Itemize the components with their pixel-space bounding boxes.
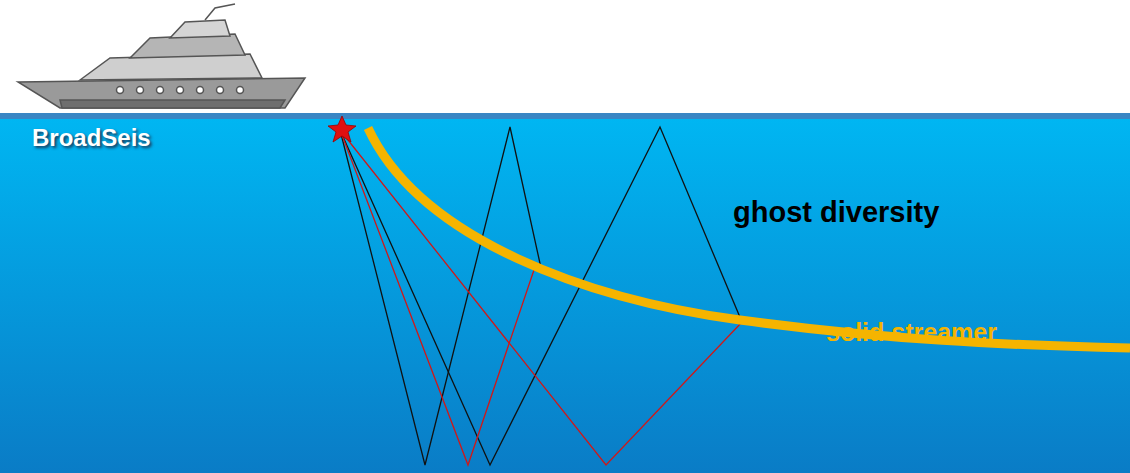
- concept-label: ghost diversity: [733, 196, 939, 229]
- streamer-cable: [368, 128, 1130, 348]
- sea-surface: [0, 113, 1130, 119]
- sea-water: [0, 118, 1130, 473]
- product-name: BroadSeis: [32, 124, 151, 152]
- streamer-label: solid streamer: [826, 318, 997, 347]
- source-star: [328, 116, 356, 142]
- ship-icon: [18, 4, 305, 108]
